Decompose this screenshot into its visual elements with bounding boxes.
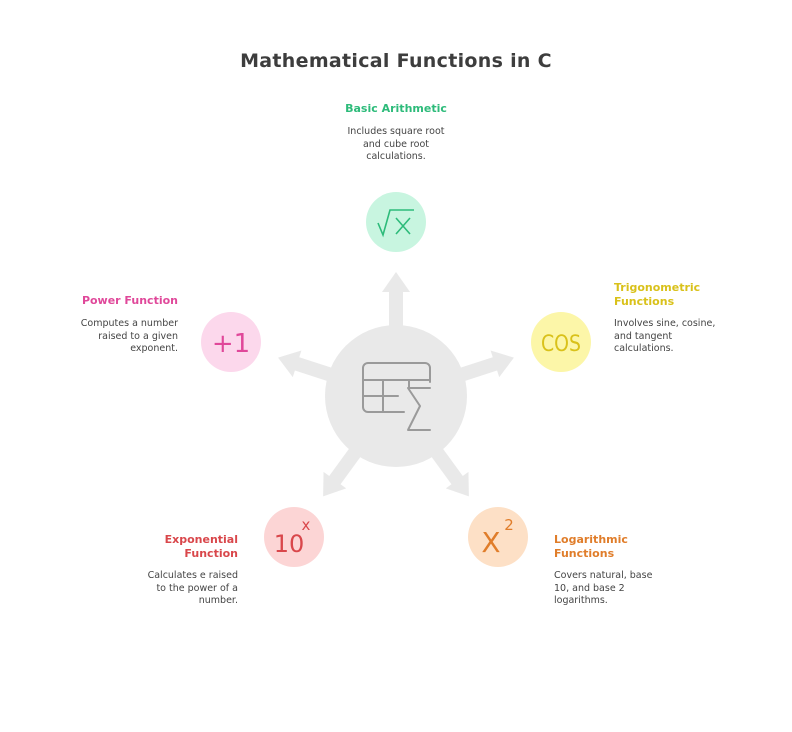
arrow-up	[382, 272, 410, 333]
description-line: logarithms.	[554, 595, 608, 606]
basic-arithmetic-heading: Basic Arithmetic	[345, 102, 447, 115]
x-squared-icon: X 2	[481, 516, 513, 559]
arrow-upper-right	[453, 350, 514, 384]
description-line: and cube root	[362, 138, 430, 150]
svg-text:10: 10	[274, 530, 305, 558]
description-line: Involves sine, cosine,	[614, 318, 716, 329]
heading-line: Trigonometric	[614, 281, 701, 294]
trigonometric-description: Involves sine, cosine, and tangent calcu…	[614, 318, 754, 356]
plus-one-icon: +1	[212, 329, 250, 359]
svg-text:X: X	[481, 526, 500, 559]
description-line: 10, and base 2	[554, 582, 625, 594]
power-heading: Power Function	[81, 294, 178, 307]
trigonometric-heading: Trigonometric Functions	[614, 281, 754, 309]
description-line: calculations.	[366, 151, 426, 162]
heading-line: Logarithmic	[554, 533, 628, 546]
description-line: exponent.	[130, 343, 178, 354]
description-line: Covers natural, base	[554, 570, 653, 581]
description-line: and tangent	[614, 330, 673, 342]
node-basic-arithmetic-circle[interactable]	[366, 192, 426, 252]
heading-line: Exponential	[164, 533, 238, 546]
description-line: calculations.	[614, 343, 674, 354]
heading-line: Functions	[614, 295, 675, 308]
logarithmic-description: Covers natural, base 10, and base 2 loga…	[554, 570, 694, 608]
description-line: to the power of a	[156, 582, 238, 594]
connector-arrows	[278, 272, 514, 497]
node-trigonometric-circle[interactable]: COS	[531, 312, 591, 372]
svg-text:2: 2	[504, 516, 514, 534]
exponential-description: Calculates e raised to the power of a nu…	[98, 570, 238, 608]
description-line: raised to a given	[98, 330, 178, 342]
logarithmic-heading: Logarithmic Functions	[554, 533, 694, 561]
description-line: Computes a number	[80, 318, 178, 329]
exponential-heading: Exponential Function	[98, 533, 238, 561]
description-line: Includes square root	[347, 126, 445, 137]
description-line: number.	[198, 595, 238, 606]
ten-power-x-icon: 10 x	[274, 516, 311, 558]
description-line: Calculates e raised	[147, 570, 238, 581]
heading-line: Function	[184, 547, 238, 560]
square-root-icon	[377, 209, 414, 238]
diagram-title: Mathematical Functions in C	[240, 50, 552, 72]
arrow-upper-left	[278, 350, 339, 384]
power-description: Computes a number raised to a given expo…	[38, 318, 178, 356]
node-logarithmic-circle[interactable]: X 2	[468, 507, 528, 567]
node-exponential-circle[interactable]: 10 x	[264, 507, 324, 567]
node-power-circle[interactable]: +1	[201, 312, 261, 372]
table-sigma-icon	[362, 362, 431, 431]
cosine-icon: COS	[541, 332, 581, 357]
heading-line: Functions	[554, 547, 615, 560]
basic-arithmetic-description: Includes square root and cube root calcu…	[316, 126, 476, 164]
svg-text:x: x	[302, 516, 311, 534]
